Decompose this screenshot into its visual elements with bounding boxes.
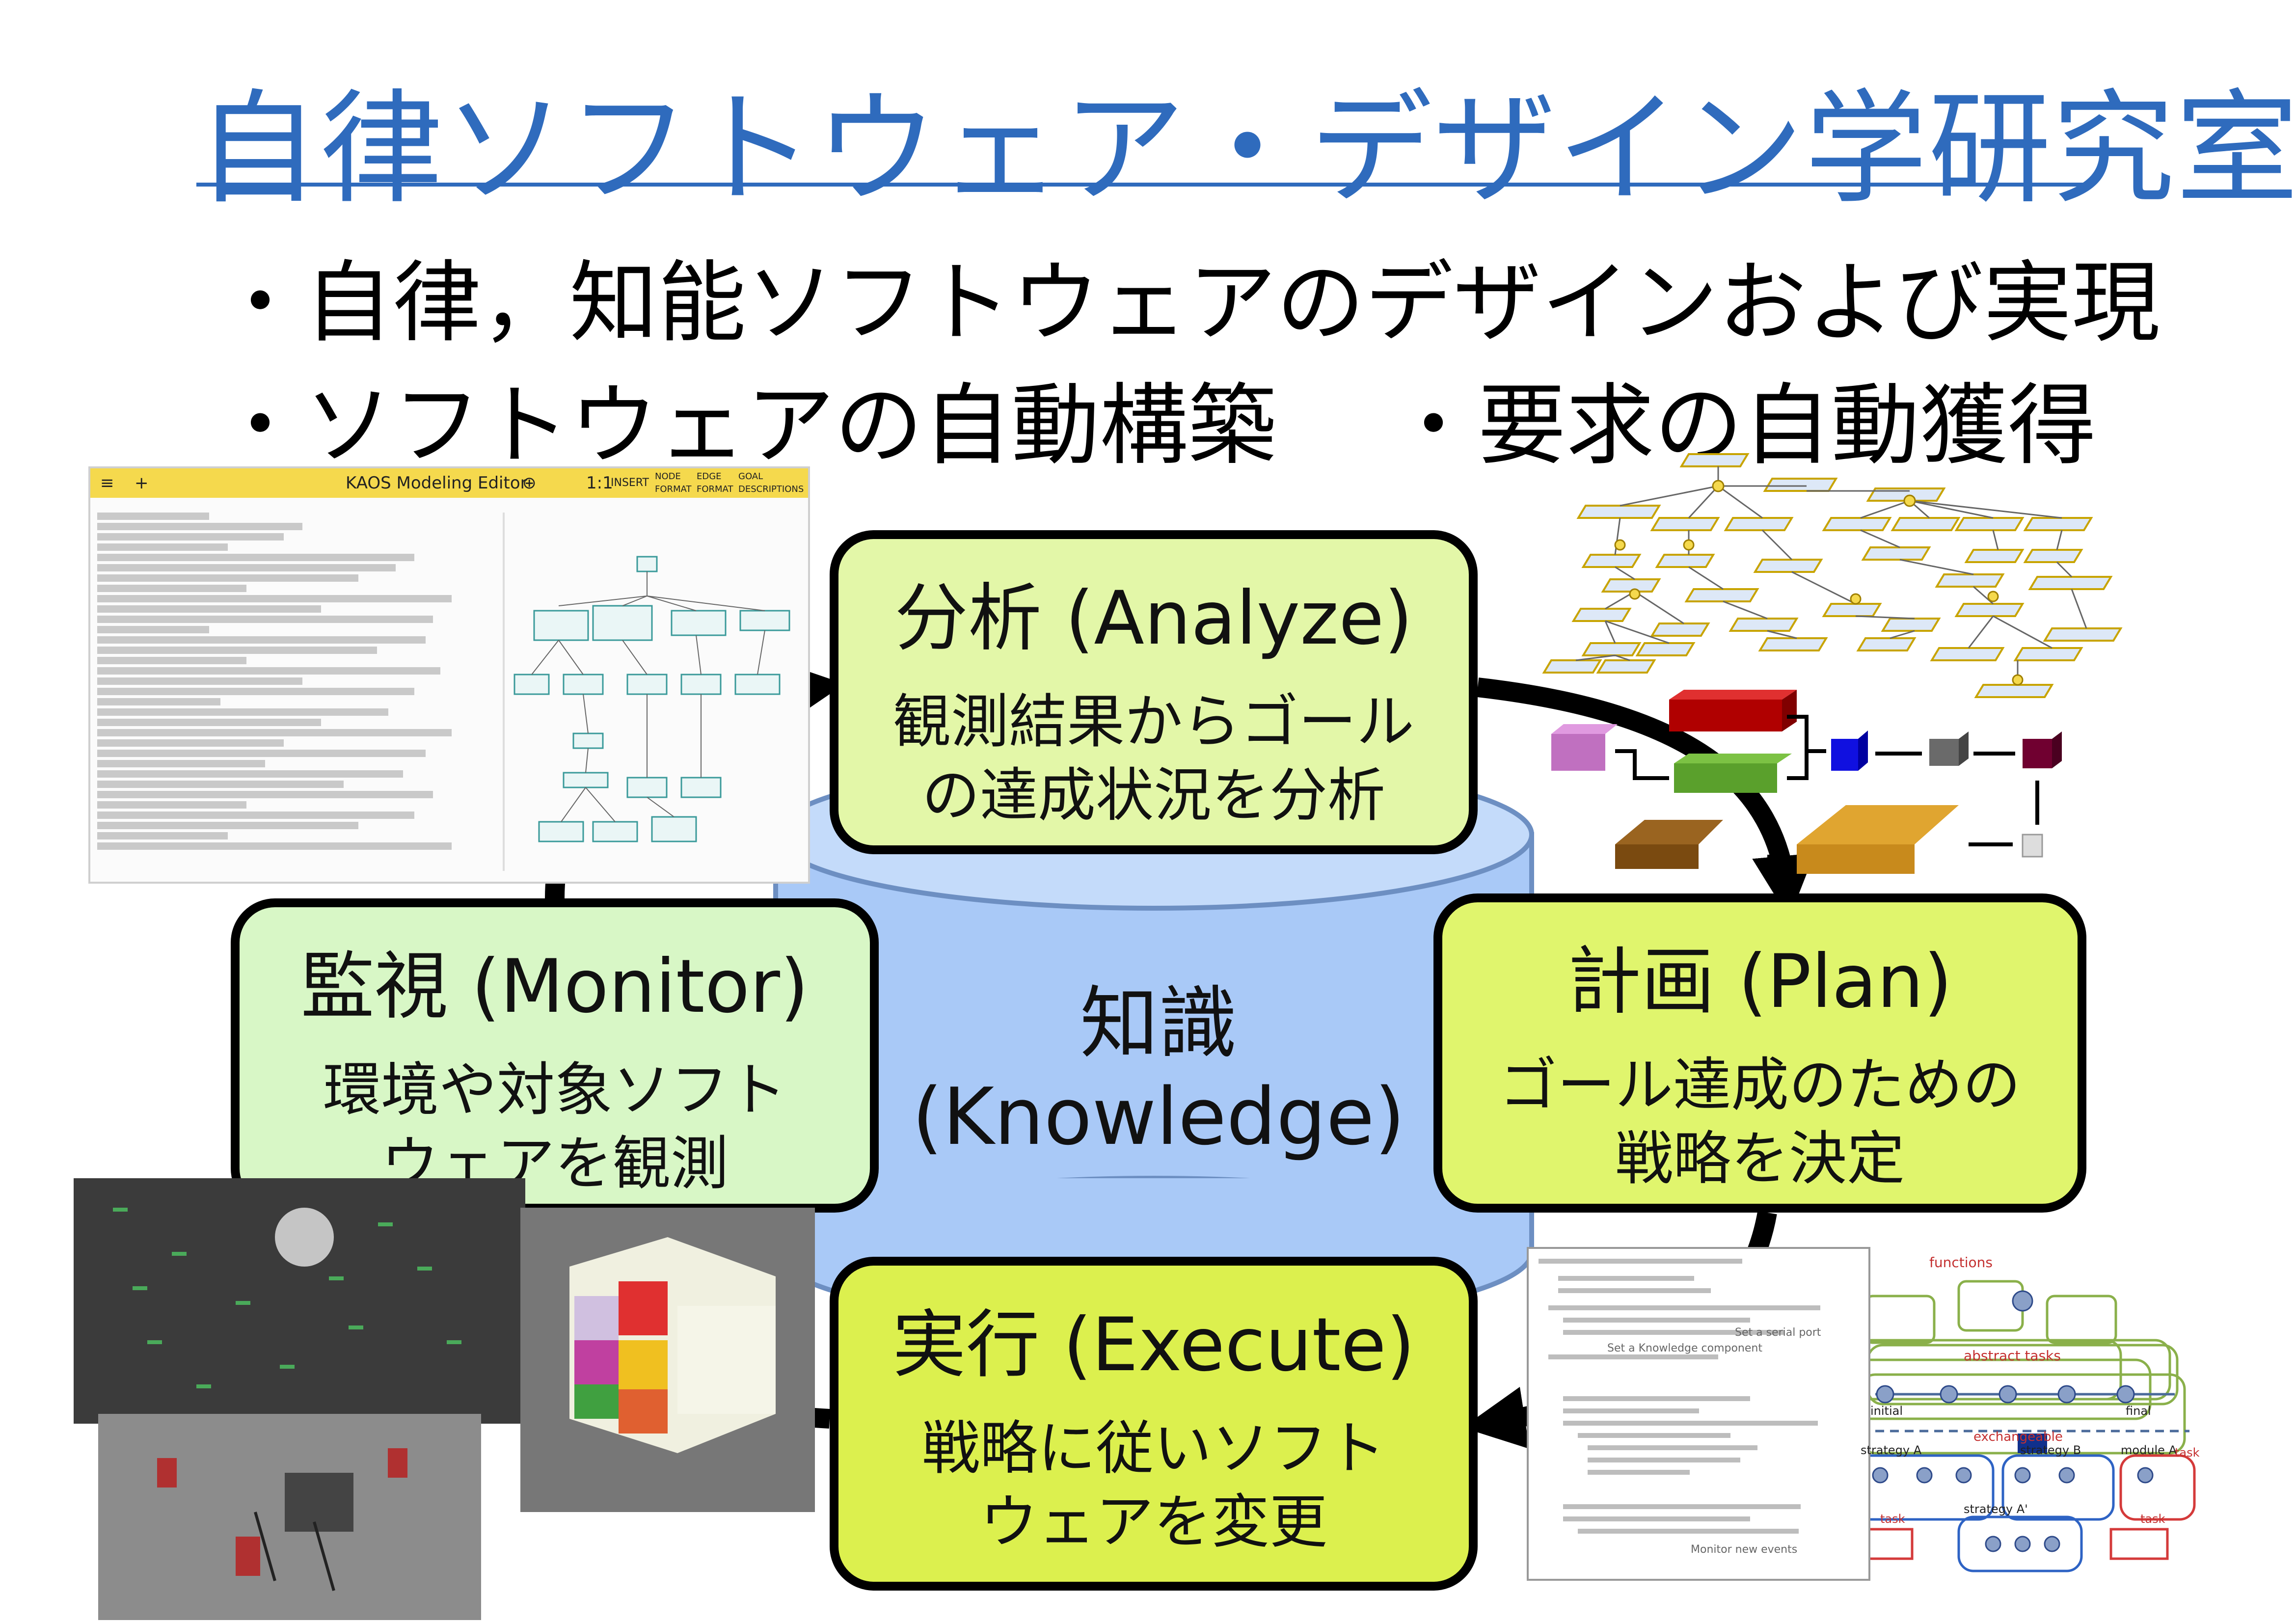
kaos-editor-code xyxy=(97,513,470,871)
monitor-box: 監視 (Monitor) 環境や対象ソフト ウェアを観測 xyxy=(231,898,879,1213)
plan-title: 計画 (Plan) xyxy=(1567,939,1952,1025)
zoom-in-icon: ⊕ xyxy=(522,473,537,493)
annotation-knowledge: Set a Knowledge component xyxy=(1607,1342,1762,1354)
kaos-editor-scale: 1:1 xyxy=(586,473,613,493)
block-cube-render-image xyxy=(520,1208,815,1512)
analyze-box: 分析 (Analyze) 観測結果からゴール の達成状況を分析 xyxy=(830,530,1478,854)
label-task-2: task xyxy=(1880,1512,1905,1526)
label-strategy-a: strategy A xyxy=(1861,1443,1922,1457)
monitor-title: 監視 (Monitor) xyxy=(300,944,809,1029)
kaos-editor-node-format: NODE FORMAT xyxy=(655,471,692,494)
title-underline xyxy=(196,183,2091,187)
goal-model-figure xyxy=(1542,453,2123,698)
goal-model-links xyxy=(1575,466,2087,685)
execute-description-line1: 戦略に従いソフト xyxy=(921,1414,1385,1482)
page-title: 自律ソフトウェア・デザイン学研究室 xyxy=(196,78,2296,220)
execute-description-line2: ウェアを変更 xyxy=(979,1488,1327,1556)
strategy-figure xyxy=(1852,1280,2196,1572)
kaos-editor-toolbar: ≡ + KAOS Modeling Editor ⊕ 1:1 INSERT NO… xyxy=(90,468,808,498)
bullet-requirement-acquisition: 要求の自動獲得 xyxy=(1389,353,2096,482)
label-strategy-b: strategy B xyxy=(2020,1443,2081,1457)
kaos-editor-screenshot: ≡ + KAOS Modeling Editor ⊕ 1:1 INSERT NO… xyxy=(88,466,810,884)
kaos-editor-insert: INSERT xyxy=(611,477,649,489)
label-task-1: task xyxy=(2175,1446,2200,1460)
annotation-monitor-events: Monitor new events xyxy=(1691,1543,1798,1556)
robot-photo-image xyxy=(98,1414,481,1620)
execute-box: 実行 (Execute) 戦略に従いソフト ウェアを変更 xyxy=(830,1257,1478,1591)
label-abstract-tasks: abstract tasks xyxy=(1964,1348,2061,1364)
kaos-editor-goal-descriptions: GOAL DESCRIPTIONS xyxy=(738,471,804,494)
kaos-editor-edge-format: EDGE FORMAT xyxy=(697,471,733,494)
label-final: final xyxy=(2126,1404,2151,1418)
kaos-editor-graph xyxy=(503,513,799,871)
bullet-auto-construction: ソフトウェアの自動構築 xyxy=(216,353,1276,482)
knowledge-label-en: (Knowledge) xyxy=(912,1071,1405,1163)
menu-icon: ≡ xyxy=(100,473,114,493)
kaos-editor-title: KAOS Modeling Editor xyxy=(346,473,527,493)
plan-description-line2: 戦略を決定 xyxy=(1615,1125,1905,1192)
analyze-description-line2: の達成状況を分析 xyxy=(921,761,1385,829)
knowledge-label-jp: 知識 xyxy=(1080,977,1237,1069)
add-icon: + xyxy=(135,473,149,493)
annotation-serial-port: Set a serial port xyxy=(1735,1326,1821,1339)
analyze-title: 分析 (Analyze) xyxy=(894,576,1413,661)
execute-title: 実行 (Execute) xyxy=(892,1302,1415,1388)
monitor-description-line1: 環境や対象ソフト xyxy=(323,1056,786,1124)
analyze-description-line1: 観測結果からゴール xyxy=(892,688,1414,756)
bullet-autonomous-design: 自律，知能ソフトウェアのデザインおよび実現 xyxy=(216,231,2160,359)
plan-box: 計画 (Plan) ゴール達成のための 戦略を決定 xyxy=(1433,893,2086,1213)
label-strategy-a-prime: strategy A' xyxy=(1964,1502,2028,1516)
block-pipeline-figure xyxy=(1551,690,2062,874)
label-module-a: module A xyxy=(2121,1443,2177,1457)
label-initial: initial xyxy=(1870,1404,1903,1418)
label-task-3: task xyxy=(2140,1512,2165,1526)
label-functions: functions xyxy=(1929,1254,1993,1271)
knowledge-label: 知識 (Knowledge) xyxy=(893,977,1424,1163)
code-screenshot: Set a serial port Set a Knowledge compon… xyxy=(1527,1247,1870,1581)
label-exchangeable: exchangeable xyxy=(1973,1430,2063,1444)
network-visualization-image xyxy=(74,1178,525,1424)
plan-description-line1: ゴール達成のための xyxy=(1499,1051,2021,1119)
